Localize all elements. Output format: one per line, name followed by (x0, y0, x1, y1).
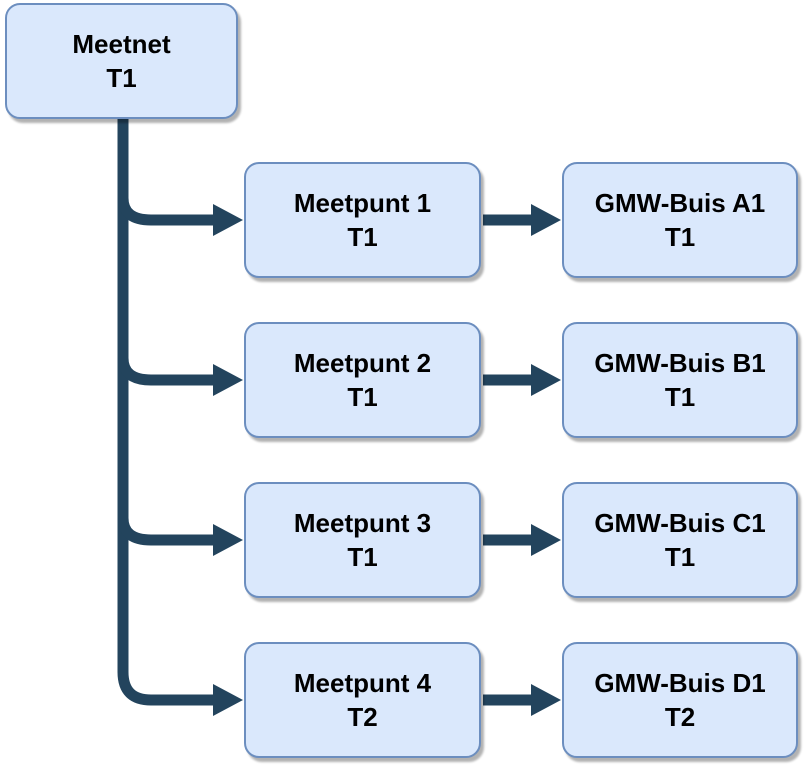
arrowhead-icon (213, 524, 243, 556)
node-gmw-buis-a1: GMW-Buis A1 T1 (562, 162, 798, 278)
arrowhead-icon (213, 204, 243, 236)
node-subtitle: T2 (664, 702, 696, 732)
node-subtitle: T1 (664, 382, 696, 412)
node-title: GMW-Buis D1 (594, 668, 766, 698)
node-title: Meetpunt 4 (293, 668, 432, 698)
node-subtitle: T1 (664, 542, 696, 572)
trunk-edge (117, 112, 213, 706)
branch-edge-meetpunt-2 (117, 348, 213, 386)
node-meetpunt-2: Meetpunt 2 T1 (244, 322, 481, 438)
arrowhead-icon (531, 364, 561, 396)
node-meetpunt-1: Meetpunt 1 T1 (244, 162, 481, 278)
node-title: GMW-Buis C1 (594, 508, 766, 538)
branch-edge-meetpunt-3 (117, 508, 213, 546)
node-title: Meetpunt 3 (293, 508, 432, 538)
arrowhead-icon (213, 684, 243, 716)
node-gmw-buis-d1: GMW-Buis D1 T2 (562, 642, 798, 758)
node-gmw-buis-b1: GMW-Buis B1 T1 (562, 322, 798, 438)
node-subtitle: T1 (664, 222, 696, 252)
node-title: GMW-Buis A1 (594, 188, 766, 218)
node-title: GMW-Buis B1 (594, 348, 766, 378)
arrowhead-icon (531, 524, 561, 556)
node-meetpunt-4: Meetpunt 4 T2 (244, 642, 481, 758)
node-subtitle: T1 (347, 382, 378, 412)
node-title: Meetpunt 2 (293, 348, 432, 378)
node-subtitle: T1 (106, 63, 137, 93)
node-title: Meetpunt 1 (293, 188, 432, 218)
node-meetnet: Meetnet T1 (5, 3, 238, 119)
arrowhead-icon (531, 204, 561, 236)
node-subtitle: T1 (347, 222, 378, 252)
node-subtitle: T2 (347, 702, 378, 732)
branch-edge-meetpunt-1 (117, 188, 213, 226)
arrowhead-icon (531, 684, 561, 716)
node-gmw-buis-c1: GMW-Buis C1 T1 (562, 482, 798, 598)
arrowhead-icon (213, 364, 243, 396)
node-title: Meetnet (72, 29, 171, 59)
node-meetpunt-3: Meetpunt 3 T1 (244, 482, 481, 598)
node-subtitle: T1 (347, 542, 378, 572)
